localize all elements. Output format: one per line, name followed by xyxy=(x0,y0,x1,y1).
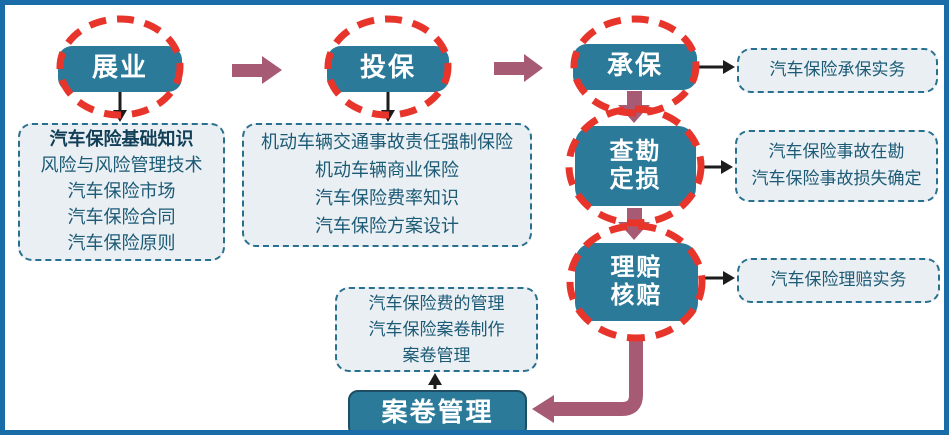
connector-arrowhead-icon xyxy=(381,110,395,122)
box-line: 汽车保险市场 xyxy=(67,181,176,202)
node-chakan-dingsun: 查勘 定损 xyxy=(575,126,696,206)
node-label: 核赔 xyxy=(610,281,663,309)
box-line: 汽车保险基础知识 xyxy=(49,129,194,150)
node-toubao: 投保 xyxy=(327,46,449,92)
box-lipei-practice: 汽车保险理赔实务 xyxy=(737,258,940,303)
node-label: 承保 xyxy=(606,51,663,82)
box-line: 汽车保险承保实务 xyxy=(769,60,906,80)
box-line: 汽车保险费率知识 xyxy=(315,188,459,209)
connector-arrowhead-icon xyxy=(723,60,735,74)
box-line: 案卷管理 xyxy=(402,345,471,366)
box-line: 汽车保险事故在勘 xyxy=(768,142,905,162)
node-label: 投保 xyxy=(359,53,416,84)
connector-arrowhead-icon xyxy=(428,373,442,385)
connector-arrowhead-icon xyxy=(113,110,127,122)
box-anjuan-topics: 汽车保险费的管理 汽车保险案卷制作 案卷管理 xyxy=(335,287,538,372)
box-line: 汽车保险原则 xyxy=(67,233,176,254)
box-line: 汽车保险合同 xyxy=(67,207,176,228)
box-line: 汽车保险理赔实务 xyxy=(770,270,907,290)
node-label: 定损 xyxy=(609,165,662,193)
box-line: 汽车保险费的管理 xyxy=(368,293,505,314)
node-lipei-hepei: 理赔 核赔 xyxy=(575,243,698,321)
node-label: 理赔 xyxy=(610,253,663,282)
box-line: 汽车保险事故损失确定 xyxy=(751,169,922,189)
flow-arrow-down-icon xyxy=(618,91,650,123)
connector-arrowhead-icon xyxy=(721,160,733,174)
node-chengbao: 承保 xyxy=(573,44,697,90)
node-zhanye: 展业 xyxy=(58,46,182,92)
box-toubao-topics: 机动车辆交通事故责任强制保险 机动车辆商业保险 汽车保险费率知识 汽车保险方案设… xyxy=(242,123,532,247)
box-line: 风险与风险管理技术 xyxy=(40,155,203,176)
connector-arrowhead-icon xyxy=(723,271,735,285)
box-line: 机动车辆交通事故责任强制保险 xyxy=(261,132,513,153)
flow-arrow-right-icon xyxy=(494,54,543,82)
node-label: 查勘 xyxy=(609,137,662,166)
node-anjuan-guanli: 案卷管理 xyxy=(348,390,527,430)
node-label: 案卷管理 xyxy=(381,397,494,428)
box-line: 汽车保险案卷制作 xyxy=(368,319,505,340)
box-chengbao-practice: 汽车保险承保实务 xyxy=(737,48,938,93)
flow-arrow-elbow-head-icon xyxy=(532,395,554,423)
box-line: 机动车辆商业保险 xyxy=(315,160,459,181)
box-line: 汽车保险方案设计 xyxy=(315,216,459,237)
box-insurance-basics: 汽车保险基础知识 风险与风险管理技术 汽车保险市场 汽车保险合同 汽车保险原则 xyxy=(18,123,225,261)
flow-arrow-right-icon xyxy=(232,56,282,84)
box-chakan-topics: 汽车保险事故在勘 汽车保险事故损失确定 xyxy=(735,130,938,202)
flow-arrow-down-icon xyxy=(618,208,650,240)
node-label: 展业 xyxy=(91,53,148,84)
flow-arrow-elbow-icon xyxy=(554,341,643,416)
